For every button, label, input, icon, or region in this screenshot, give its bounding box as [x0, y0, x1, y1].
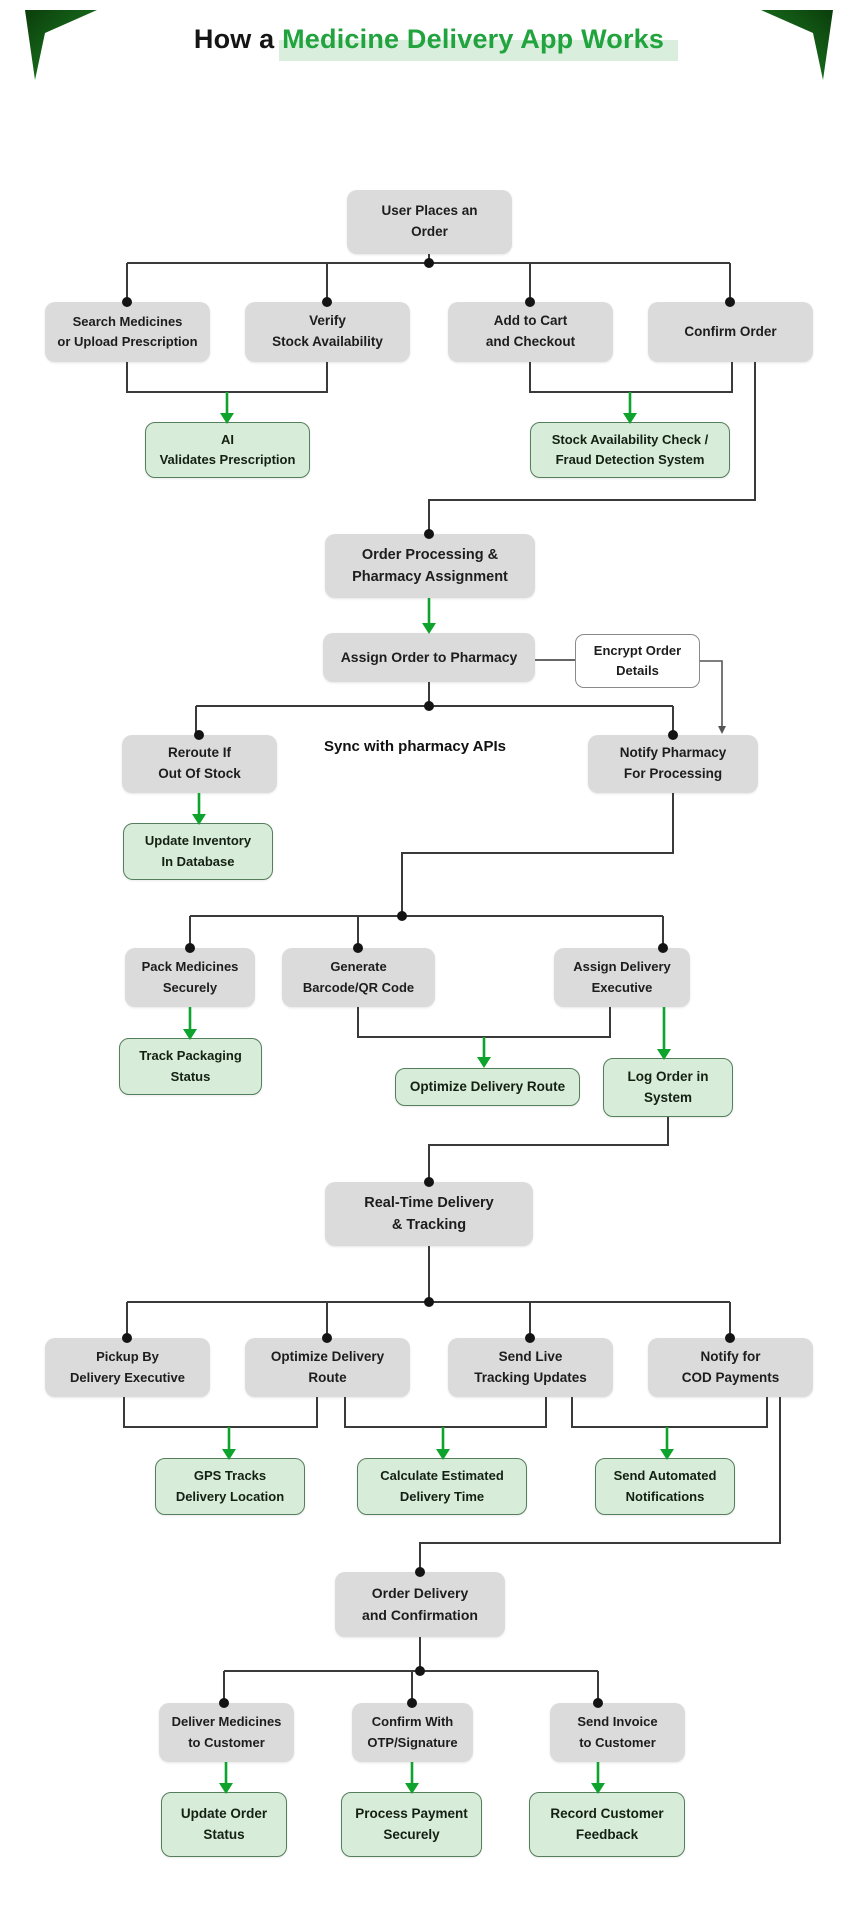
- node-notify-pharmacy: Notify Pharmacy For Processing: [588, 735, 758, 793]
- node-stock-check-fraud-detection: Stock Availability Check / Fraud Detecti…: [530, 422, 730, 478]
- node-pickup-delivery-executive: Pickup By Delivery Executive: [45, 1338, 210, 1397]
- node-notify-cod-payments: Notify for COD Payments: [648, 1338, 813, 1397]
- node-optimize-delivery-route: Optimize Delivery Route: [245, 1338, 410, 1397]
- node-update-order-status: Update Order Status: [161, 1792, 287, 1857]
- node-process-payment: Process Payment Securely: [341, 1792, 482, 1857]
- node-ai-validates-prescription: AI Validates Prescription: [145, 422, 310, 478]
- node-encrypt-order-details: Encrypt Order Details: [575, 634, 700, 688]
- node-pack-medicines: Pack Medicines Securely: [125, 948, 255, 1007]
- node-reroute-out-of-stock: Reroute If Out Of Stock: [122, 735, 277, 793]
- node-record-customer-feedback: Record Customer Feedback: [529, 1792, 685, 1857]
- node-deliver-medicines: Deliver Medicines to Customer: [159, 1703, 294, 1762]
- node-assign-order-pharmacy: Assign Order to Pharmacy: [323, 633, 535, 682]
- title-prefix: How a: [193, 24, 283, 54]
- page-title: How a Medicine Delivery App Works: [0, 24, 858, 55]
- node-assign-delivery-executive: Assign Delivery Executive: [554, 948, 690, 1007]
- node-update-inventory: Update Inventory In Database: [123, 823, 273, 880]
- node-realtime-delivery-tracking: Real-Time Delivery & Tracking: [325, 1182, 533, 1246]
- node-calculate-delivery-time: Calculate Estimated Delivery Time: [357, 1458, 527, 1515]
- node-generate-barcode: Generate Barcode/QR Code: [282, 948, 435, 1007]
- node-gps-tracks-location: GPS Tracks Delivery Location: [155, 1458, 305, 1515]
- node-order-processing: Order Processing & Pharmacy Assignment: [325, 534, 535, 598]
- node-order-delivery-confirmation: Order Delivery and Confirmation: [335, 1572, 505, 1637]
- label-sync-pharmacy-apis: Sync with pharmacy APIs: [323, 738, 506, 755]
- node-track-packaging: Track Packaging Status: [119, 1038, 262, 1095]
- title-highlight: Medicine Delivery App Works: [282, 24, 665, 54]
- node-log-order-system: Log Order in System: [603, 1058, 733, 1117]
- node-optimize-delivery-route-sub: Optimize Delivery Route: [395, 1068, 580, 1106]
- node-send-live-tracking: Send Live Tracking Updates: [448, 1338, 613, 1397]
- node-send-invoice: Send Invoice to Customer: [550, 1703, 685, 1762]
- node-search-medicines: Search Medicines or Upload Prescription: [45, 302, 210, 362]
- node-verify-stock: Verify Stock Availability: [245, 302, 410, 362]
- node-confirm-order: Confirm Order: [648, 302, 813, 362]
- node-user-places-order: User Places an Order: [347, 190, 512, 254]
- node-send-automated-notifications: Send Automated Notifications: [595, 1458, 735, 1515]
- node-confirm-otp-signature: Confirm With OTP/Signature: [352, 1703, 473, 1762]
- node-add-to-cart: Add to Cart and Checkout: [448, 302, 613, 362]
